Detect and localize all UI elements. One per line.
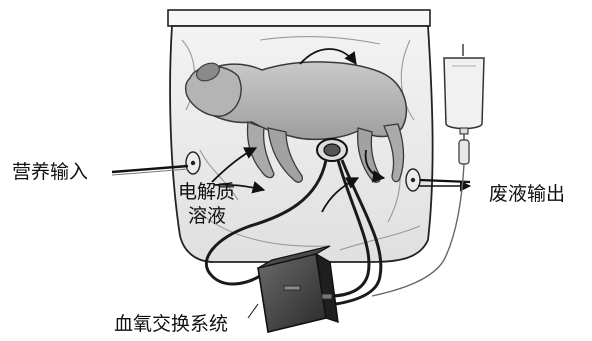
label-electrolyte-line1: 电解质: [178, 181, 235, 203]
label-oxygenation-system: 血氧交换系统: [114, 313, 228, 335]
oxygenation-leader: [248, 304, 258, 318]
bag-hanger-bar: [168, 10, 430, 26]
label-waste-output: 废液输出: [489, 183, 565, 205]
drip-chamber: [459, 134, 469, 164]
label-nutrient-input: 营养输入: [12, 161, 88, 183]
right-port: [406, 169, 420, 191]
iv-bag: [444, 44, 484, 134]
label-electrolyte-line2: 溶液: [188, 205, 226, 227]
umbilical-connector: [317, 139, 347, 161]
left-port: [186, 152, 200, 174]
